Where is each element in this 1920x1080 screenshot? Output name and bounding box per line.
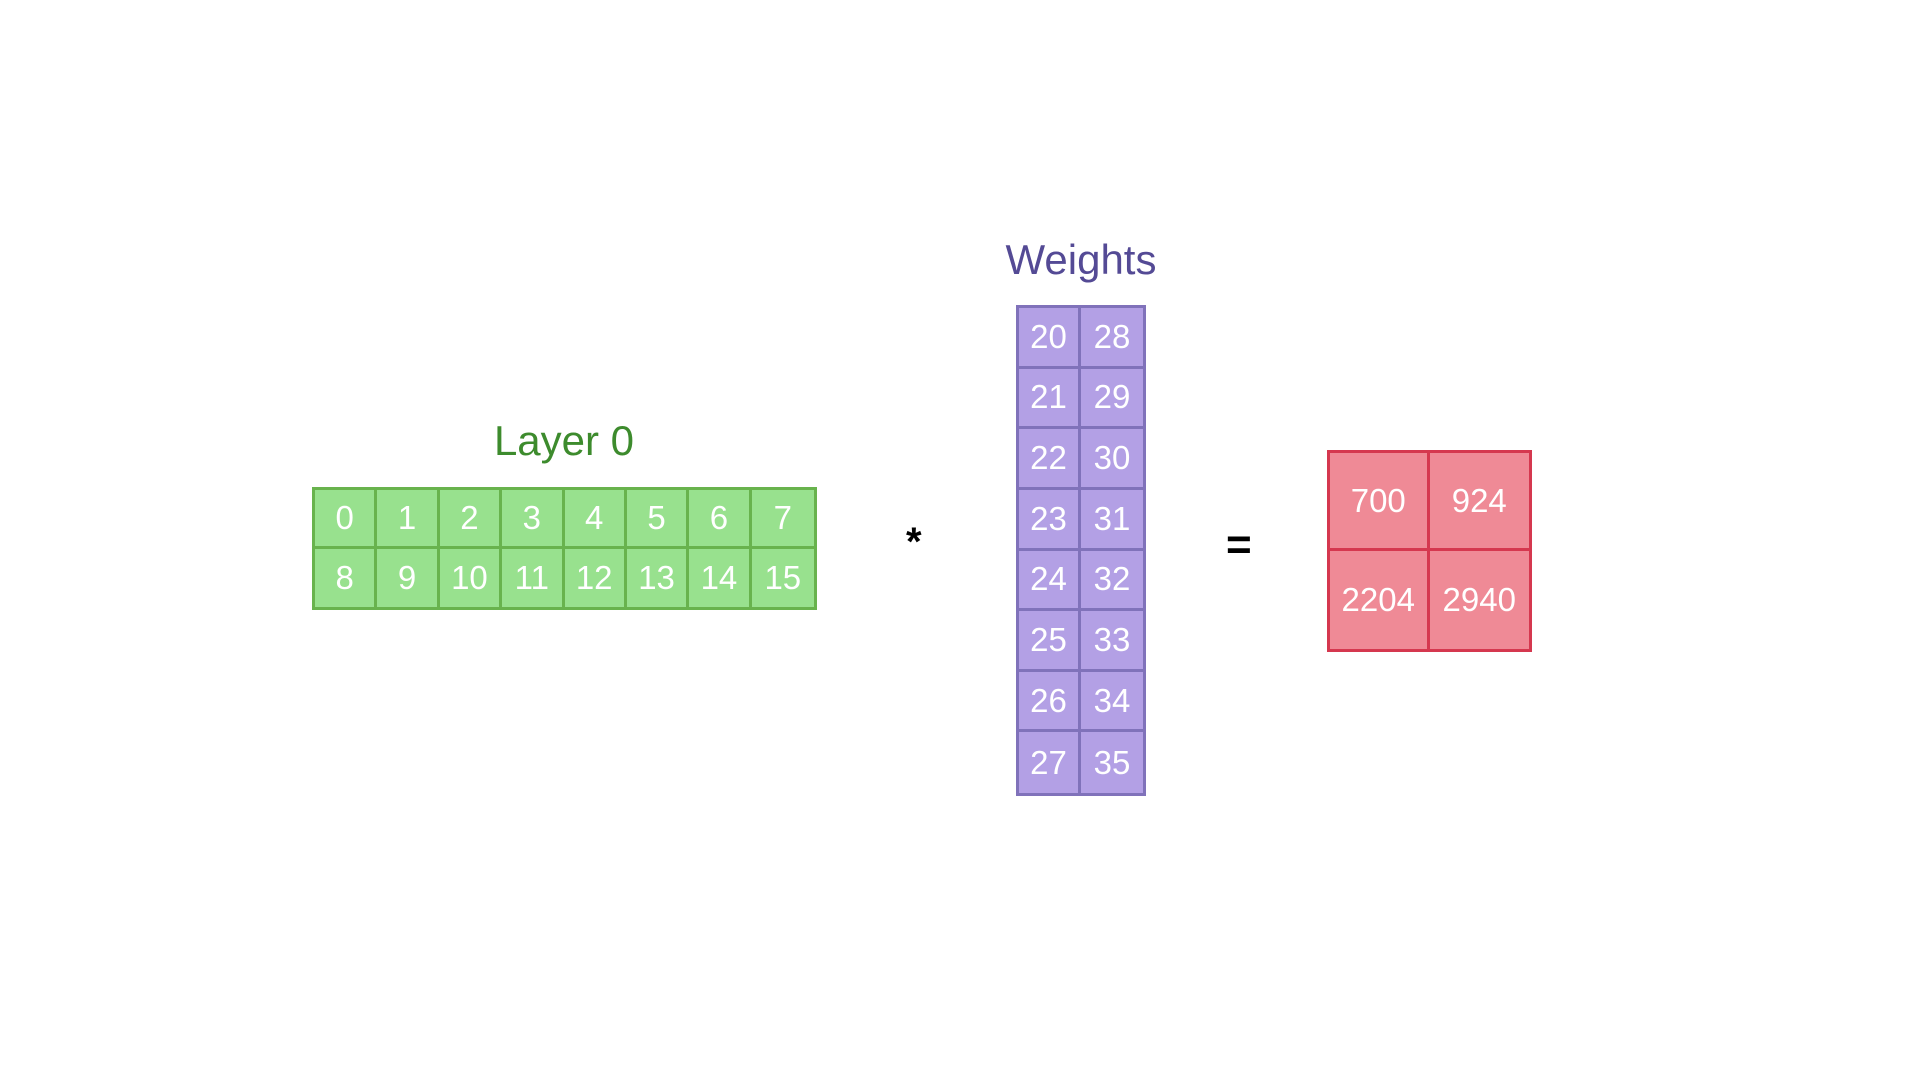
layer-cell: 9 [377, 548, 440, 607]
layer-cell: 1 [377, 490, 440, 549]
layer-cell: 5 [626, 490, 690, 549]
weights-cell: 25 [1019, 611, 1081, 672]
weights-cell: 27 [1019, 732, 1081, 793]
weights-cell: 28 [1081, 308, 1143, 369]
weights-cell: 30 [1081, 429, 1143, 490]
weights-cell: 35 [1093, 743, 1131, 781]
layer-cell: 8 [315, 548, 378, 607]
multiply-operator: * [906, 520, 922, 564]
layer-title: Layer 0 [493, 417, 635, 464]
result-cell: 700 [1330, 453, 1430, 551]
weights-title: Weights [1005, 236, 1157, 283]
layer-cell: 13 [627, 548, 690, 607]
layer-cell: 15 [764, 558, 802, 596]
weights-cell: 31 [1081, 490, 1143, 551]
weights-cell: 32 [1081, 551, 1143, 612]
weights-cell: 22 [1019, 429, 1081, 490]
layer-cell: 6 [689, 490, 752, 549]
equals-operator: = [1226, 520, 1252, 569]
weights-cell: 24 [1019, 550, 1081, 612]
layer-cell: 12 [565, 548, 627, 607]
layer-cell: 2 [439, 490, 503, 549]
weights-cell: 20 [1019, 308, 1081, 369]
weights-cell: 23 [1019, 489, 1081, 551]
weights-cell: 29 [1081, 369, 1143, 430]
result-cell: 2940 [1442, 581, 1516, 618]
weights-cell: 21 [1019, 368, 1081, 430]
layer-cell: 10 [440, 548, 503, 607]
result-cell: 924 [1429, 453, 1529, 551]
result-cell: 2204 [1330, 551, 1430, 649]
weights-cell: 34 [1081, 672, 1143, 733]
layer-cell: 4 [564, 490, 627, 549]
layer-cell: 11 [502, 548, 565, 607]
layer-cell: 14 [689, 548, 752, 607]
layer-cell: 3 [502, 490, 565, 549]
layer-cell: 0 [315, 490, 378, 549]
weights-cell: 33 [1081, 611, 1143, 672]
weights-cell: 26 [1019, 671, 1081, 733]
layer-cell: 7 [751, 490, 814, 549]
